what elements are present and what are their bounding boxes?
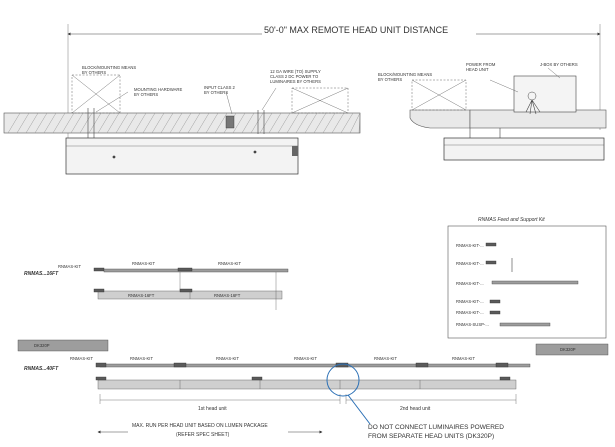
- slab-hatch: [349, 112, 361, 134]
- slab-hatch: [43, 112, 57, 134]
- slab-hatch: [25, 112, 39, 134]
- slab-hatch: [232, 112, 246, 134]
- head-unit-right-label: DK320P: [560, 347, 576, 352]
- slab-hatch: [97, 112, 111, 134]
- slab-hatch: [250, 112, 264, 134]
- row2-part-2: RNMAS-KIT: [130, 356, 153, 361]
- slab-hatch: [88, 112, 102, 134]
- max-run-note-line2: (REFER SPEC SHEET): [176, 432, 230, 438]
- key-title: RNMAS Feed and Support Kit: [478, 217, 545, 223]
- head-unit-left-label: DK320P: [34, 343, 50, 348]
- slab-hatch: [106, 112, 120, 134]
- do-not-connect-callout: [326, 363, 360, 397]
- warning-note-line1: DO NOT CONNECT LUMINAIRES POWERED: [368, 424, 504, 431]
- row1-part-3: RNMAS-KIT: [218, 261, 241, 266]
- slab-hatch: [268, 112, 282, 134]
- note-jbox: J-BOX BY OTHERS: [540, 62, 578, 67]
- slab-hatch: [79, 112, 93, 134]
- slab-hatch: [358, 112, 361, 134]
- head-unit-right: [535, 343, 609, 356]
- slab-hatch: [52, 112, 66, 134]
- slab-hatch: [304, 112, 318, 134]
- head-unit-left: [17, 339, 109, 352]
- row2-part-6: RNMAS-KIT: [452, 356, 475, 361]
- key-item-4: RNMAS-KIT-...: [456, 299, 484, 304]
- slab-hatch: [340, 112, 354, 134]
- slab-hatch: [115, 112, 129, 134]
- slab-hatch: [151, 112, 165, 134]
- key-item-6: RNMAS-SUSP-...: [456, 322, 489, 327]
- key-item-5: RNMAS-KIT-...: [456, 310, 484, 315]
- slab-hatch: [322, 112, 336, 134]
- slab-hatch: [142, 112, 156, 134]
- row1-part-2: RNMAS-KIT: [132, 261, 155, 266]
- key-item-1: RNMAS-KIT-...: [456, 243, 484, 248]
- slab-hatch: [70, 112, 84, 134]
- slab-hatch: [286, 112, 300, 134]
- slab-hatch: [7, 112, 21, 134]
- slab-hatch: [331, 112, 345, 134]
- row2-part-5: RNMAS-KIT: [374, 356, 397, 361]
- second-head-unit-label: 2nd head unit: [400, 406, 431, 412]
- warning-note-line2: FROM SEPARATE HEAD UNITS (DK320P): [368, 433, 494, 440]
- slab-hatch: [295, 112, 309, 134]
- row2-part-1: RNMAS-KIT: [70, 356, 93, 361]
- max-distance-label: 50'-0" MAX REMOTE HEAD UNIT DISTANCE: [264, 25, 448, 35]
- slab-hatch: [16, 112, 30, 134]
- slab-hatch: [277, 112, 291, 134]
- slab-hatch: [169, 112, 183, 134]
- slab-hatch: [313, 112, 327, 134]
- slab-hatch: [178, 112, 192, 134]
- slab-hatch: [34, 112, 48, 134]
- row1-label: RNMAS...16FT: [24, 271, 59, 277]
- slab-hatch: [214, 112, 228, 134]
- row2-part-3: RNMAS-KIT: [216, 356, 239, 361]
- slab-hatch: [133, 112, 147, 134]
- run-40ft: DK320P DK320P RNMAS...40FT RNMAS-KIT RNM…: [17, 339, 609, 425]
- row1-part-4: RNMAS-16FT: [128, 293, 155, 298]
- max-distance-dimension: 50'-0" MAX REMOTE HEAD UNIT DISTANCE: [67, 22, 601, 138]
- first-head-unit-label: 1st head unit: [198, 406, 227, 412]
- slab-hatch: [241, 112, 255, 134]
- run-16ft: RNMAS...16FT RNMAS-KIT RNMAS-KIT RNMAS-K…: [24, 261, 289, 310]
- feed-support-kit-key: RNMAS Feed and Support Kit RNMAS-KIT-...…: [447, 217, 607, 339]
- slab-hatch: [196, 112, 210, 134]
- key-item-3: RNMAS-KIT-...: [456, 281, 484, 286]
- slab-hatch: [259, 112, 273, 134]
- slab-hatch: [205, 112, 219, 134]
- slab-hatch: [187, 112, 201, 134]
- slab-hatch: [61, 112, 75, 134]
- row1-part-1: RNMAS-KIT: [58, 264, 81, 269]
- max-run-note-line1: MAX. RUN PER HEAD UNIT BASED ON LUMEN PA…: [132, 423, 268, 429]
- row1-part-5: RNMAS-16FT: [214, 293, 241, 298]
- row2-label: RNMAS...40FT: [24, 366, 59, 372]
- row2-part-4: RNMAS-KIT: [294, 356, 317, 361]
- bottom-notes: MAX. RUN PER HEAD UNIT BASED ON LUMEN PA…: [97, 420, 504, 440]
- key-item-2: RNMAS-KIT-...: [456, 261, 484, 266]
- slab-hatch: [160, 112, 174, 134]
- slab-hatch: [124, 112, 138, 134]
